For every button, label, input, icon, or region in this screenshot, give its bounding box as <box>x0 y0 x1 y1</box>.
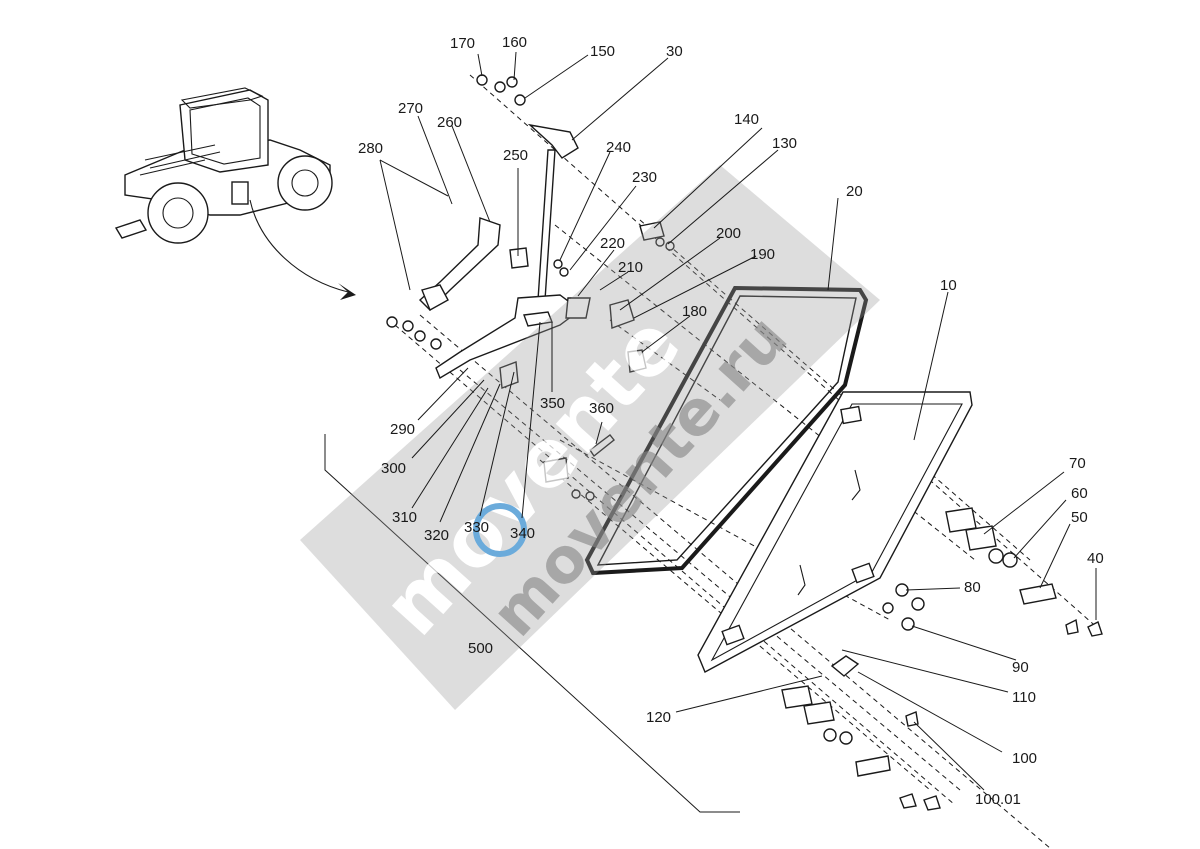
label-80: 80 <box>964 579 981 596</box>
label-280: 280 <box>358 140 383 157</box>
watermark: movente movente.ru <box>300 165 880 710</box>
label-60: 60 <box>1071 485 1088 502</box>
part-number-labels: 10 20 30 40 50 60 70 80 90 100 100.01 11… <box>358 34 1104 808</box>
watermark-logo-icon <box>473 503 527 557</box>
label-260: 260 <box>437 114 462 131</box>
label-330: 330 <box>464 519 489 536</box>
label-200: 200 <box>716 225 741 242</box>
door-lever-assembly <box>418 123 647 483</box>
label-10: 10 <box>940 277 957 294</box>
label-340: 340 <box>510 525 535 542</box>
label-150: 150 <box>590 43 615 60</box>
label-360: 360 <box>589 400 614 417</box>
label-20: 20 <box>846 183 863 200</box>
label-90: 90 <box>1012 659 1029 676</box>
leader-lines <box>379 51 1097 791</box>
door-glass-part <box>697 391 973 673</box>
label-100: 100 <box>1012 750 1037 767</box>
label-50: 50 <box>1071 509 1088 526</box>
hinge-hardware <box>386 74 1103 811</box>
label-70: 70 <box>1069 455 1086 472</box>
label-170: 170 <box>450 35 475 52</box>
label-110: 110 <box>1012 689 1036 706</box>
label-130: 130 <box>772 135 797 152</box>
label-250: 250 <box>503 147 528 164</box>
label-120: 120 <box>646 709 671 726</box>
label-350: 350 <box>540 395 565 412</box>
label-310: 310 <box>392 509 417 526</box>
label-240: 240 <box>606 139 631 156</box>
label-100-01: 100.01 <box>975 791 1021 808</box>
label-230: 230 <box>632 169 657 186</box>
label-320: 320 <box>424 527 449 544</box>
label-140: 140 <box>734 111 759 128</box>
door-seal-part <box>584 285 869 576</box>
label-210: 210 <box>618 259 643 276</box>
label-500: 500 <box>468 640 493 657</box>
label-30: 30 <box>666 43 683 60</box>
roller-machine-illustration <box>114 87 356 300</box>
label-160: 160 <box>502 34 527 51</box>
label-300: 300 <box>381 460 406 477</box>
label-180: 180 <box>682 303 707 320</box>
label-40: 40 <box>1087 550 1104 567</box>
label-190: 190 <box>750 246 775 263</box>
label-270: 270 <box>398 100 423 117</box>
frame-outline-line <box>324 434 740 813</box>
label-290: 290 <box>390 421 415 438</box>
label-220: 220 <box>600 235 625 252</box>
